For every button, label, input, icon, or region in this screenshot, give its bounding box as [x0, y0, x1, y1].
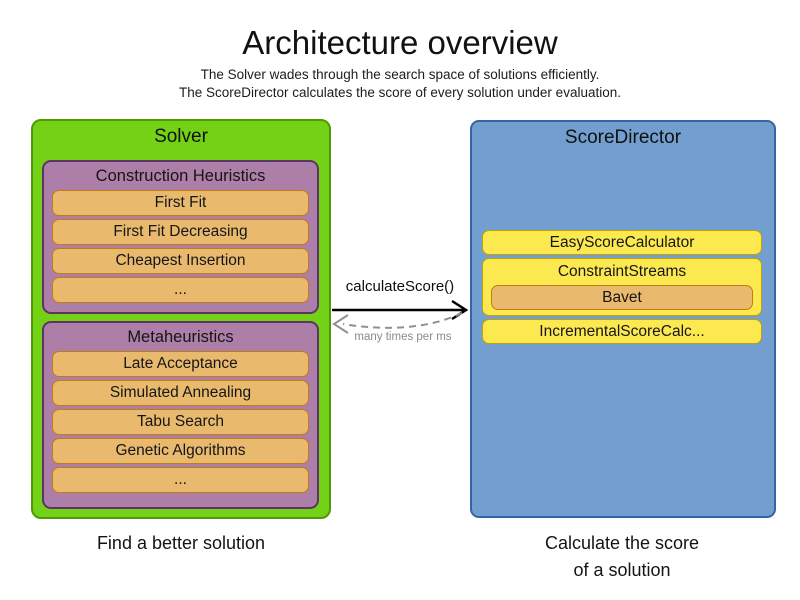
algorithm-simulated-annealing: Simulated Annealing	[52, 380, 309, 406]
score-director-caption-line-2: of a solution	[573, 560, 671, 580]
bavet-box: Bavet	[491, 285, 753, 310]
algorithm-tabu-search: Tabu Search	[52, 409, 309, 435]
algorithm-construction-ellipsis: ...	[52, 277, 309, 303]
metaheuristics-title: Metaheuristics	[127, 328, 234, 346]
algorithm-cheapest-insertion: Cheapest Insertion	[52, 248, 309, 274]
incremental-score-calculator-box: IncrementalScoreCalc...	[482, 319, 762, 344]
solver-box: Solver Construction Heuristics First Fit…	[31, 119, 331, 519]
page-subtitle: The Solver wades through the search spac…	[0, 66, 800, 101]
score-director-box-title: ScoreDirector	[564, 127, 682, 148]
calculate-score-label: calculateScore()	[345, 278, 455, 295]
solver-box-title: Solver	[154, 126, 208, 147]
algorithm-first-fit-decreasing: First Fit Decreasing	[52, 219, 309, 245]
solver-caption: Find a better solution	[96, 533, 266, 553]
construction-heuristics-list: First Fit First Fit Decreasing Cheapest …	[44, 188, 317, 312]
algorithm-first-fit: First Fit	[52, 190, 309, 216]
page-title: Architecture overview	[242, 24, 558, 61]
score-director-caption: Calculate the score of a solution	[470, 530, 774, 584]
frequency-label: many times per ms	[354, 331, 452, 343]
subtitle-line-2: The ScoreDirector calculates the score o…	[179, 84, 621, 100]
algorithm-genetic-algorithms: Genetic Algorithms	[52, 438, 309, 464]
score-director-caption-line-1: Calculate the score	[544, 533, 700, 553]
easy-score-calculator-box: EasyScoreCalculator	[482, 230, 762, 255]
calculator-stack: EasyScoreCalculator ConstraintStreams Ba…	[482, 230, 762, 344]
algorithm-late-acceptance: Late Acceptance	[52, 351, 309, 377]
construction-heuristics-title: Construction Heuristics	[95, 167, 266, 185]
metaheuristics-section: Metaheuristics Late Acceptance Simulated…	[42, 321, 319, 509]
constraint-streams-box: ConstraintStreams Bavet	[482, 258, 762, 316]
calculate-score-arrow	[332, 299, 469, 321]
score-director-box: ScoreDirector EasyScoreCalculator Constr…	[470, 120, 776, 518]
subtitle-line-1: The Solver wades through the search spac…	[200, 67, 600, 82]
metaheuristics-list: Late Acceptance Simulated Annealing Tabu…	[44, 349, 317, 507]
construction-heuristics-section: Construction Heuristics First Fit First …	[42, 160, 319, 314]
many-times-return-arrow	[332, 312, 463, 334]
constraint-streams-title: ConstraintStreams	[557, 263, 687, 280]
algorithm-meta-ellipsis: ...	[52, 467, 309, 493]
